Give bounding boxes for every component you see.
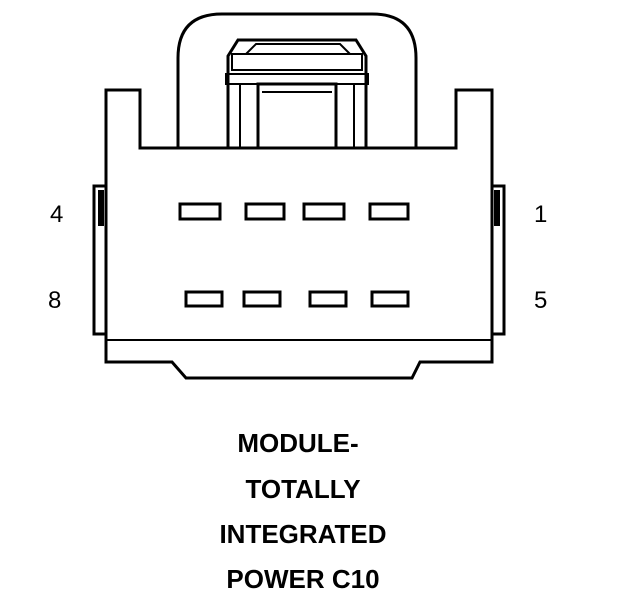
cavity-pin-4	[178, 202, 222, 221]
pin-label-1: 1	[534, 201, 547, 228]
cavity-pin-6	[308, 290, 348, 308]
caption-line-3: INTEGRATED	[219, 519, 386, 549]
cavity-pin-2	[302, 202, 346, 221]
connector-housing	[92, 88, 506, 380]
cavity-row-bottom	[184, 290, 410, 308]
caption-line-1: MODULE-	[237, 428, 358, 458]
locking-latch	[176, 12, 418, 150]
cavity-pin-8	[184, 290, 224, 308]
cavity-pin-7	[242, 290, 282, 308]
connector-caption: MODULE- TOTALLY INTEGRATED POWER C10	[219, 428, 386, 594]
caption-line-2: TOTALLY	[245, 474, 360, 504]
pin-label-5: 5	[534, 287, 547, 314]
caption-line-4: POWER C10	[226, 564, 379, 594]
cavity-pin-1	[368, 202, 410, 221]
cavity-pin-5	[370, 290, 410, 308]
pin-label-8: 8	[48, 287, 61, 314]
cavity-pin-3	[244, 202, 286, 221]
cavity-row-top	[178, 202, 410, 221]
pin-label-4: 4	[50, 201, 63, 228]
